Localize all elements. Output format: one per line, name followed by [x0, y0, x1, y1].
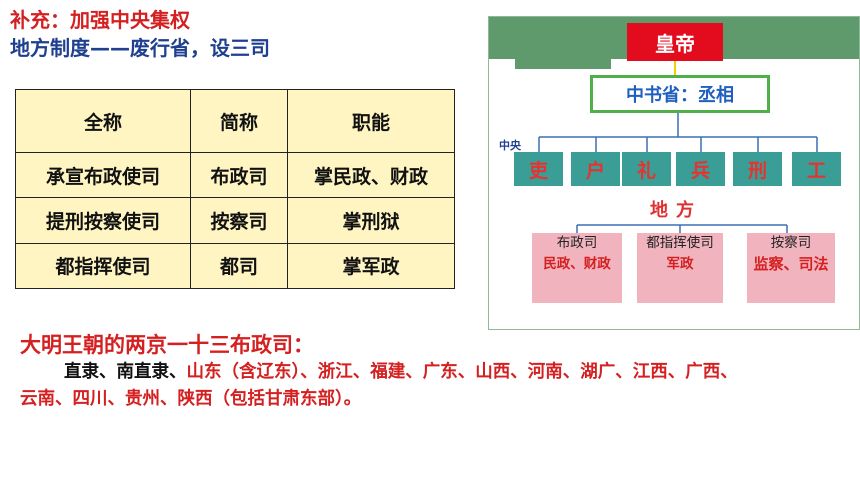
ministry-box: 户: [571, 152, 620, 186]
table-header: 全称: [15, 89, 191, 153]
table-cell: 掌刑狱: [287, 197, 455, 244]
provinces-direct: 直隶、南直隶、: [64, 362, 187, 382]
table-cell: 按察司: [190, 197, 288, 244]
office-name: 布政司: [556, 235, 598, 251]
slide-subtitle: 地方制度——废行省，设三司: [10, 36, 270, 60]
office-box: 都指挥使司 军政: [637, 233, 723, 303]
table-row: 都指挥使司 都司 掌军政: [15, 242, 455, 290]
ministry-box: 礼: [622, 152, 671, 186]
ministry-box: 工: [792, 152, 841, 186]
slide-title: 补充：加强中央集权: [10, 8, 190, 32]
office-function: 军政: [666, 256, 694, 272]
office-function: 监察、司法: [753, 255, 829, 273]
ministry-box: 刑: [733, 152, 782, 186]
panel-header-tab: [515, 59, 611, 69]
provinces-title: 大明王朝的两京一十三布政司：: [20, 333, 314, 357]
office-name: 都指挥使司: [646, 235, 714, 251]
provinces-list: 直隶、南直隶、山东（含辽东）、浙江、福建、广东、山西、河南、湖广、江西、广西、云…: [20, 359, 740, 413]
office-name: 按察司: [770, 235, 812, 251]
ministry-box: 吏: [514, 152, 563, 186]
table-row: 承宣布政使司 布政司 掌民政、财政: [15, 151, 455, 199]
office-box: 按察司 监察、司法: [747, 233, 835, 303]
table-row: 提刑按察使司 按察司 掌刑狱: [15, 197, 455, 244]
provinces-red: 山东（含辽东）、浙江、福建、广东、山西、河南、湖广、江西、广西、云南、四川、贵州…: [20, 362, 738, 409]
table-cell: 掌军政: [287, 242, 455, 290]
three-offices-table: 全称 简称 职能 承宣布政使司 布政司 掌民政、财政 提刑按察使司 按察司 掌刑…: [15, 89, 455, 290]
emperor-box: 皇帝: [627, 23, 723, 61]
table-header-row: 全称 简称 职能: [15, 89, 455, 153]
table-cell: 掌民政、财政: [287, 151, 455, 199]
table-cell: 布政司: [190, 151, 288, 199]
local-label: 地方: [650, 200, 702, 221]
chancellery-box: 中书省：丞相: [590, 75, 770, 113]
table-cell: 都司: [190, 242, 288, 290]
central-label: 中央: [499, 139, 521, 152]
office-function: 民政、财政: [543, 256, 611, 272]
table-cell: 承宣布政使司: [15, 151, 191, 199]
ministry-box: 兵: [676, 152, 725, 186]
office-box: 布政司 民政、财政: [532, 233, 622, 303]
table-cell: 都指挥使司: [15, 242, 191, 290]
table-header: 简称: [190, 89, 288, 153]
